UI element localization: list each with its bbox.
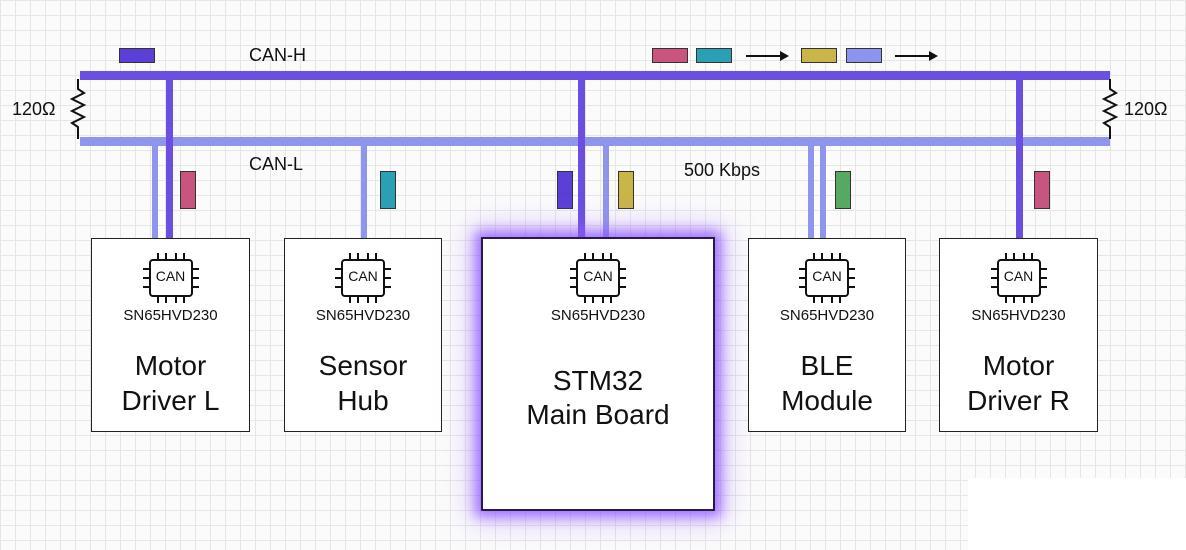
node-ble-module[interactable]: CAN SN65HVD230 BLE Module xyxy=(748,238,906,432)
packet-pink-motor-r xyxy=(1034,171,1050,209)
node-motor-driver-r[interactable]: CAN SN65HVD230 Motor Driver R xyxy=(939,238,1098,432)
drop-can-l-sensor xyxy=(361,145,367,240)
drop-can-l-ble-a xyxy=(808,145,814,240)
can-transceiver-chip: CAN xyxy=(797,253,857,303)
drop-can-l-motor-l xyxy=(152,145,158,240)
drop-can-l-ble-b xyxy=(820,145,826,240)
can-h-bus-line xyxy=(80,71,1110,80)
can-h-label: CAN-H xyxy=(249,45,306,65)
packet-pink-motor-l xyxy=(180,171,196,209)
node-name-line2: Main Board xyxy=(526,399,670,430)
chip-icon xyxy=(990,253,1047,303)
packet-pink xyxy=(652,48,688,63)
arrow-right-icon xyxy=(895,51,938,61)
chip-label: CAN xyxy=(583,268,613,284)
can-transceiver-chip: CAN xyxy=(141,253,201,303)
chip-icon xyxy=(570,253,626,303)
transceiver-part-number: SN65HVD230 xyxy=(315,307,411,324)
packet-lavender xyxy=(846,48,882,63)
bitrate-label: 500 Kbps xyxy=(684,160,761,180)
chip-label: CAN xyxy=(348,268,378,284)
chip-icon xyxy=(799,253,855,303)
node-stm32-main-board[interactable]: CAN SN65HVD230 STM32 Main Board xyxy=(481,237,715,511)
can-transceiver-chip: CAN xyxy=(568,253,628,303)
right-terminator-resistor-icon xyxy=(1101,79,1119,139)
chip-icon xyxy=(142,253,199,303)
node-name-line2: Driver R xyxy=(967,385,1070,416)
drop-can-l-main xyxy=(603,145,609,239)
transceiver-part-number: SN65HVD230 xyxy=(779,307,875,324)
packet-olive xyxy=(801,48,837,63)
arrow-right-icon xyxy=(746,51,789,61)
drop-can-h-motor-l xyxy=(166,79,173,240)
transceiver-part-number: SN65HVD230 xyxy=(550,307,646,324)
can-l-label: CAN-L xyxy=(249,154,304,174)
packet-violet-main xyxy=(557,171,573,209)
packet-teal-sensor xyxy=(380,171,396,209)
chip-label: CAN xyxy=(1003,268,1034,284)
left-terminator-resistor-icon xyxy=(69,79,87,139)
blank-corner xyxy=(968,478,1186,550)
packet-green-ble xyxy=(835,171,851,209)
node-name-line1: BLE xyxy=(800,350,854,381)
node-name-line2: Driver L xyxy=(121,385,220,416)
can-transceiver-chip: CAN xyxy=(989,253,1049,303)
left-terminator-label: 120Ω xyxy=(12,99,56,119)
packet-teal xyxy=(696,48,732,63)
node-name-line1: STM32 xyxy=(552,365,644,396)
node-motor-driver-l[interactable]: CAN SN65HVD230 Motor Driver L xyxy=(91,238,250,432)
node-name-line1: Motor xyxy=(982,350,1055,381)
chip-icon xyxy=(335,253,391,303)
node-name-line2: Module xyxy=(781,385,873,416)
drop-can-h-motor-r xyxy=(1016,79,1023,240)
packet-olive-main xyxy=(618,171,634,209)
node-name-line2: Hub xyxy=(337,385,389,416)
right-terminator-label: 120Ω xyxy=(1124,99,1168,119)
chip-label: CAN xyxy=(812,268,842,284)
transceiver-part-number: SN65HVD230 xyxy=(971,307,1066,324)
transceiver-part-number: SN65HVD230 xyxy=(123,307,218,324)
node-name-line1: Sensor xyxy=(318,350,408,381)
drop-can-h-main xyxy=(578,79,585,239)
packet-violet xyxy=(119,48,155,63)
node-sensor-hub[interactable]: CAN SN65HVD230 Sensor Hub xyxy=(284,238,442,432)
node-name-line1: Motor xyxy=(134,350,207,381)
chip-label: CAN xyxy=(155,268,186,284)
can-l-bus-line xyxy=(80,137,1110,146)
can-transceiver-chip: CAN xyxy=(333,253,393,303)
